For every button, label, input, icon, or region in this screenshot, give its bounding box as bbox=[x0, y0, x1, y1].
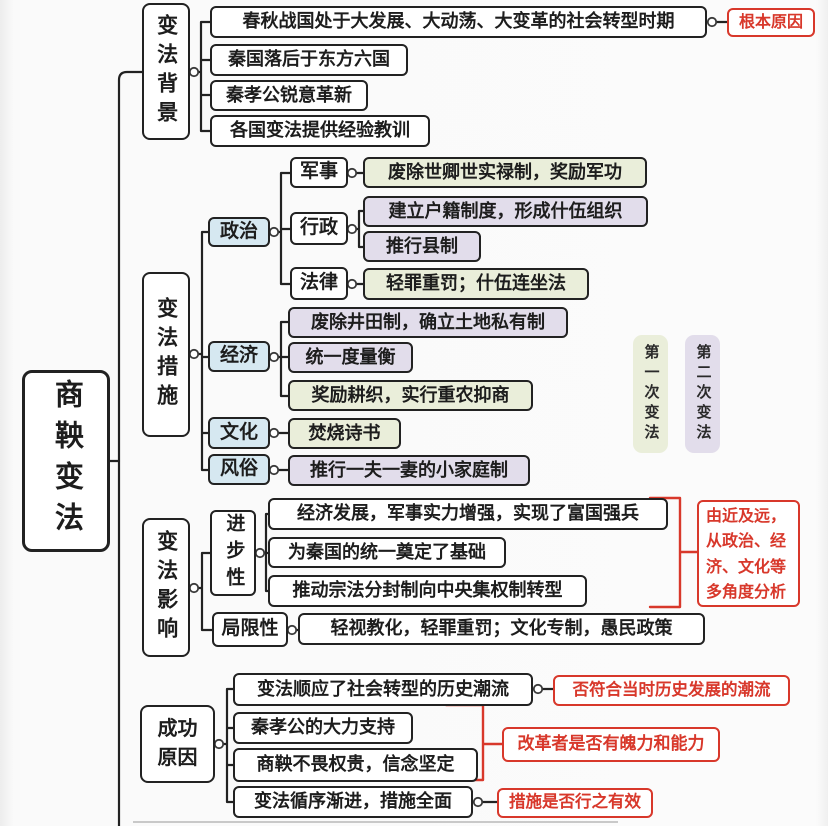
category-politics: 政治 bbox=[208, 217, 270, 247]
measure-item: 奖励耕织，实行重农抑商 bbox=[288, 380, 533, 411]
subcategory-administration: 行政 bbox=[290, 212, 348, 245]
trunk-line bbox=[117, 70, 144, 826]
impact-item: 经济发展，军事实力增强，实现了富国强兵 bbox=[268, 498, 668, 530]
success-item: 变法顺应了社会转型的历史潮流 bbox=[233, 673, 533, 706]
branch-success: 成功原因 bbox=[140, 705, 215, 783]
measure-item: 推行县制 bbox=[363, 231, 481, 262]
subcategory-limitation: 局限性 bbox=[212, 612, 288, 647]
measure-item: 推行一夫一妻的小家庭制 bbox=[288, 455, 530, 486]
measure-item: 焚烧诗书 bbox=[288, 418, 401, 449]
success-item: 商鞅不畏权贵，信念坚定 bbox=[233, 748, 478, 782]
background-item: 春秋战国处于大发展、大动荡、大变革的社会转型时期 bbox=[210, 6, 707, 38]
root-node: 商鞅变法 bbox=[22, 370, 110, 552]
subcategory-law: 法律 bbox=[290, 267, 348, 300]
annotation-root-cause: 根本原因 bbox=[727, 8, 815, 37]
annotation-effective-measures: 措施是否行之有效 bbox=[497, 788, 653, 818]
measure-item: 废除井田制，确立土地私有制 bbox=[288, 307, 568, 338]
subcategory-progressive: 进步性 bbox=[210, 510, 256, 596]
measure-item: 统一度量衡 bbox=[288, 342, 413, 373]
success-item: 秦孝公的大力支持 bbox=[233, 712, 413, 744]
background-item: 各国变法提供经验教训 bbox=[210, 115, 430, 147]
category-culture: 文化 bbox=[208, 417, 270, 449]
legend-first-reform: 第一次变法 bbox=[633, 335, 668, 453]
annotation-analysis-angles: 由近及远，从政治、经济、文化等多角度分析 bbox=[697, 500, 800, 607]
background-item: 秦孝公锐意革新 bbox=[210, 80, 368, 111]
branch-background: 变法背景 bbox=[142, 3, 190, 140]
subcategory-military: 军事 bbox=[290, 157, 348, 188]
legend-second-reform: 第二次变法 bbox=[685, 335, 720, 453]
junction-dots bbox=[188, 16, 718, 808]
category-customs: 风俗 bbox=[208, 454, 270, 485]
category-economy: 经济 bbox=[208, 341, 270, 372]
success-item: 变法循序渐进，措施全面 bbox=[233, 786, 473, 818]
annotation-reformer-ability: 改革者是否有魄力和能力 bbox=[502, 727, 720, 762]
background-item: 秦国落后于东方六国 bbox=[210, 44, 408, 76]
annotation-historical-trend: 否符合当时历史发展的潮流 bbox=[553, 675, 790, 706]
measure-item: 废除世卿世实禄制，奖励军功 bbox=[363, 157, 647, 188]
impact-item: 为秦国的统一奠定了基础 bbox=[268, 537, 506, 568]
branch-measures: 变法措施 bbox=[142, 272, 190, 437]
branch-impact: 变法影响 bbox=[142, 518, 190, 657]
measure-item: 轻罪重罚；什伍连坐法 bbox=[363, 268, 589, 300]
measure-item: 建立户籍制度，形成什伍组织 bbox=[363, 196, 648, 227]
impact-item: 轻视教化，轻罪重罚；文化专制，愚民政策 bbox=[298, 613, 705, 645]
impact-item: 推动宗法分封制向中央集权制转型 bbox=[268, 575, 587, 607]
